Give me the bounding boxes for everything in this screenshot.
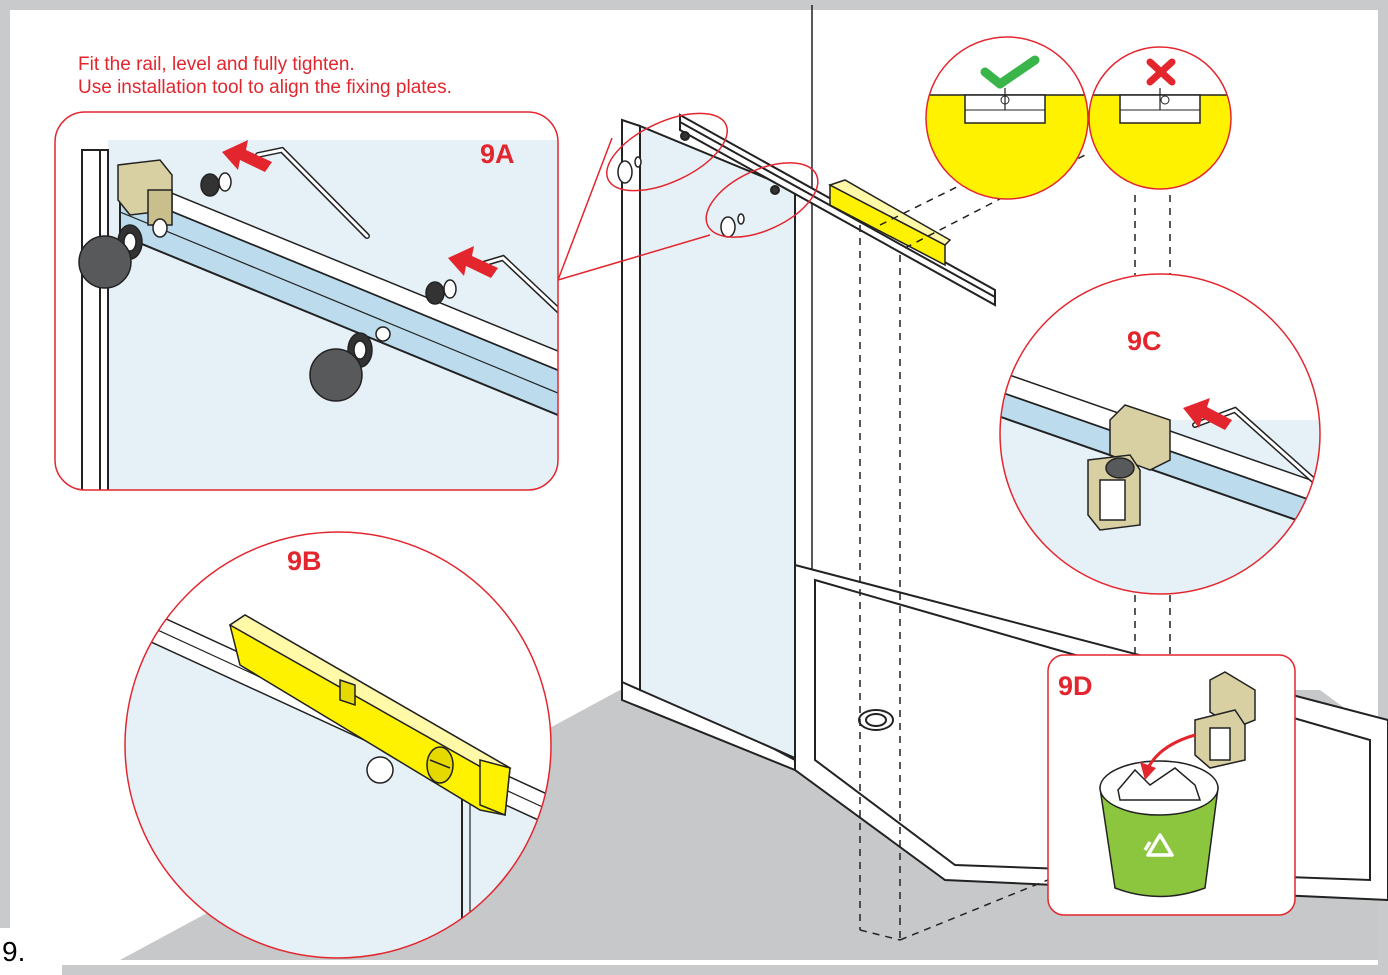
allen-key-a1-inner: [256, 148, 369, 238]
washer-a1: [117, 224, 143, 260]
arrow-icon: [448, 246, 498, 278]
detail-9b: 9B: [124, 531, 552, 959]
level-correct: [925, 36, 1089, 200]
step-number: 9.: [0, 928, 62, 975]
knob-b: [366, 756, 394, 784]
arrow-icon: [1146, 733, 1196, 769]
detail-label-9c: 9C: [1127, 326, 1162, 356]
recycle-icon: [1143, 833, 1174, 857]
check-icon: [980, 55, 1040, 89]
detail-label-9d: 9D: [1058, 671, 1093, 701]
wall-profile: [621, 118, 641, 692]
spirit-level-b: [228, 614, 512, 817]
spirit-level-main: [828, 179, 952, 267]
allen-key-a2-inner: [481, 256, 558, 342]
glass-panel: [639, 124, 796, 760]
level-incorrect: [1088, 46, 1232, 190]
instruction-line-1: Fit the rail, level and fully tighten.: [78, 54, 355, 75]
detail-label-9b: 9B: [287, 546, 322, 576]
fixing-bracket-c: [1087, 404, 1171, 531]
dashed-guides: [859, 154, 1171, 941]
arrow-icon: [222, 140, 272, 172]
fixing-bracket-a: [117, 159, 173, 226]
screw-a1: [152, 172, 232, 238]
recycle-bin: [1099, 760, 1219, 898]
detail-9c: 9C: [999, 273, 1321, 595]
screw-a2: [375, 279, 457, 342]
detail-a-leaders: [557, 112, 819, 281]
arrow-icon: [1140, 762, 1156, 780]
glass-holes: [617, 156, 745, 238]
detail-label-9a: 9A: [480, 139, 515, 169]
arrow-icon: [1183, 398, 1232, 430]
instruction-line-2: Use installation tool to align the fixin…: [78, 77, 452, 98]
fixing-bracket-d: [1194, 671, 1256, 769]
knob-a2: [309, 348, 363, 402]
cross-icon: [1146, 58, 1176, 86]
detail-9a: 9A: [54, 111, 559, 491]
detail-9d: 9D: [1047, 654, 1296, 916]
knob-a1: [78, 235, 132, 289]
